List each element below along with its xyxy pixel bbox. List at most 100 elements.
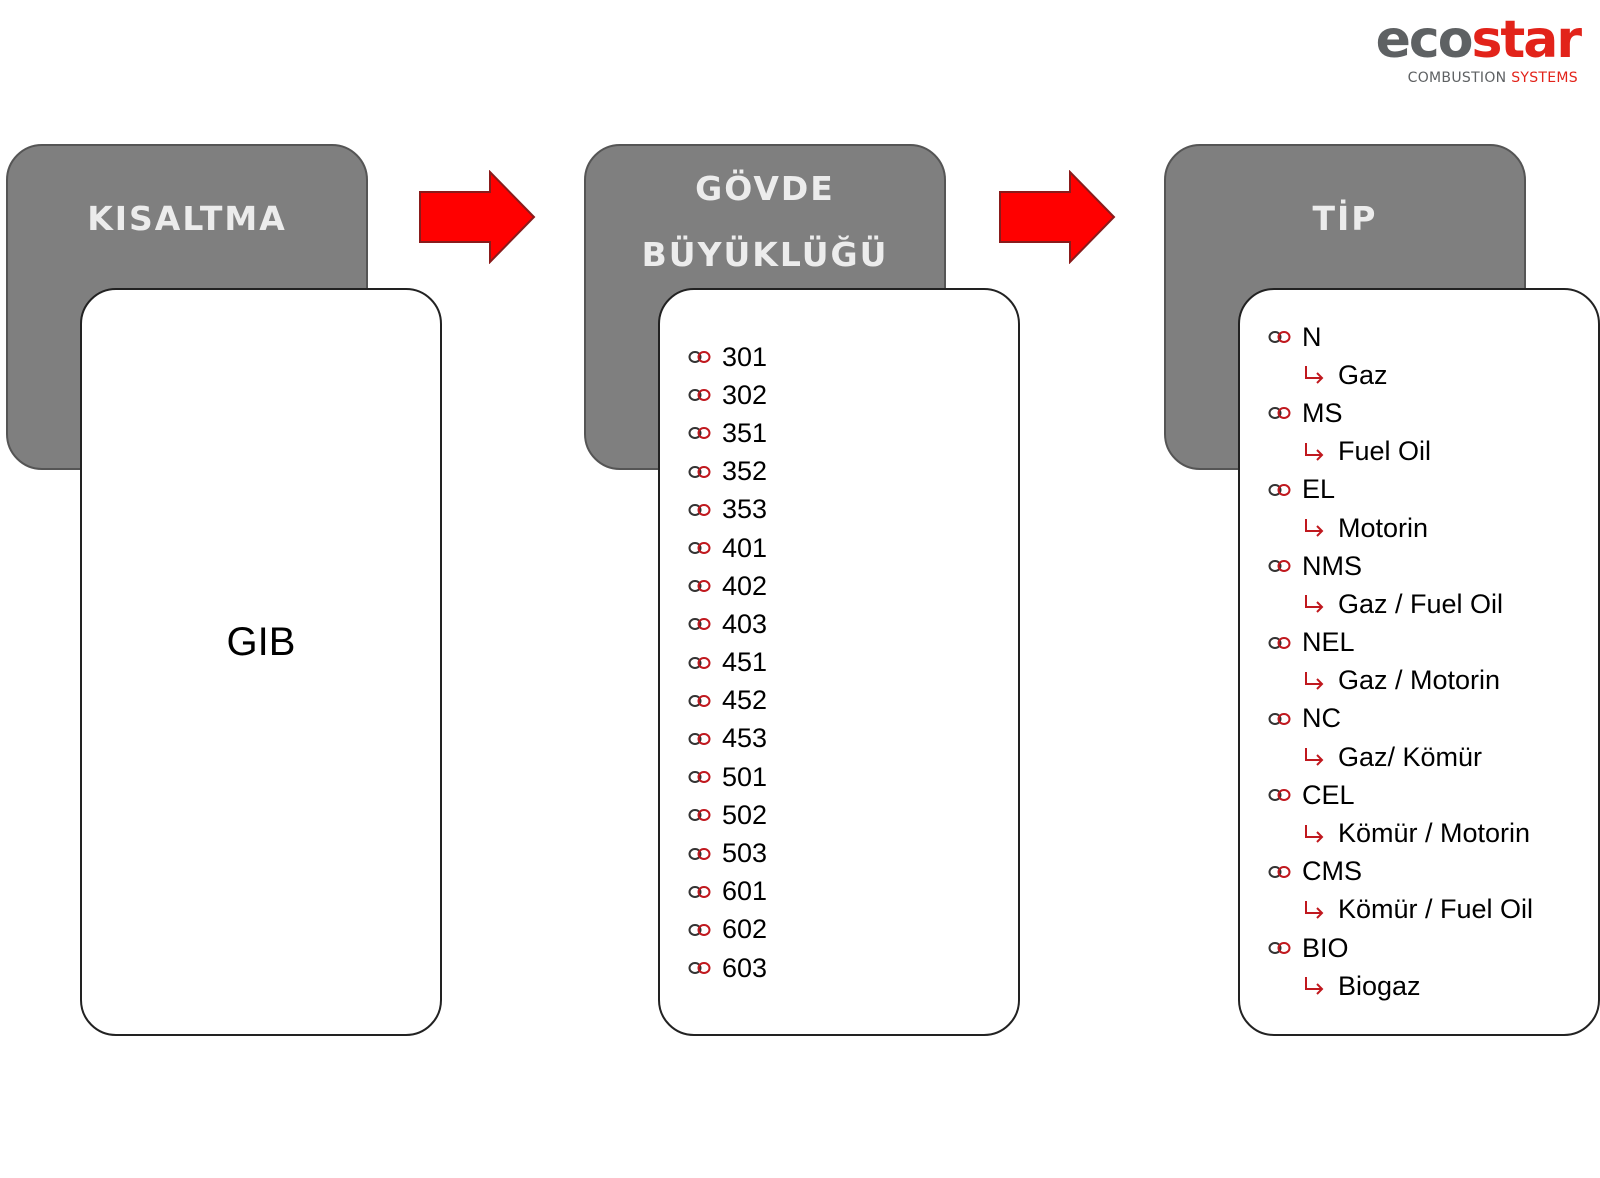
size-item: 352	[688, 453, 767, 491]
sub-arrow-icon	[1302, 363, 1326, 387]
link-bullet-icon	[1268, 788, 1292, 802]
size-item: 452	[688, 682, 767, 720]
size-item: 402	[688, 567, 767, 605]
fuel-item: Gaz / Fuel Oil	[1268, 585, 1533, 623]
type-code-label: EL	[1302, 474, 1336, 505]
fuel-label: Motorin	[1338, 512, 1429, 543]
fuel-label: Kömür / Motorin	[1338, 818, 1531, 849]
size-item: 453	[688, 720, 767, 758]
fuel-label: Fuel Oil	[1338, 436, 1432, 467]
fuel-label: Gaz/ Kömür	[1338, 741, 1483, 772]
size-item-label: 301	[722, 341, 768, 372]
fuel-label: Biogaz	[1338, 970, 1421, 1001]
link-bullet-icon	[688, 694, 712, 708]
header-title-govde-line1: GÖVDE	[695, 169, 835, 208]
fuel-label: Gaz / Fuel Oil	[1338, 588, 1504, 619]
size-item-label: 302	[722, 379, 768, 410]
size-item-label: 453	[722, 723, 768, 754]
sub-arrow-icon	[1302, 898, 1326, 922]
link-bullet-icon	[688, 350, 712, 364]
link-bullet-icon	[688, 503, 712, 517]
size-item: 301	[688, 338, 767, 376]
fuel-item: Gaz	[1268, 356, 1533, 394]
sub-arrow-icon	[1302, 516, 1326, 540]
size-item: 503	[688, 834, 767, 872]
size-item-label: 403	[722, 608, 768, 639]
link-bullet-icon	[1268, 941, 1292, 955]
type-item: EL	[1268, 471, 1533, 509]
link-bullet-icon	[688, 961, 712, 975]
sub-arrow-icon	[1302, 440, 1326, 464]
size-item-label: 601	[722, 876, 768, 907]
logo-tagline: COMBUSTION SYSTEMS	[1407, 70, 1578, 86]
size-item: 603	[688, 949, 767, 987]
sub-arrow-icon	[1302, 669, 1326, 693]
link-bullet-icon	[1268, 712, 1292, 726]
size-item-label: 502	[722, 799, 768, 830]
sub-arrow-icon	[1302, 745, 1326, 769]
size-item-label: 401	[722, 532, 768, 563]
link-bullet-icon	[688, 923, 712, 937]
type-code-label: CEL	[1302, 779, 1355, 810]
logo-wordmark: ecostar	[1375, 10, 1582, 70]
fuel-item: Kömür / Motorin	[1268, 814, 1533, 852]
size-item: 601	[688, 873, 767, 911]
size-item-label: 351	[722, 417, 768, 448]
type-item: NC	[1268, 700, 1533, 738]
type-code-label: CMS	[1302, 856, 1362, 887]
size-item: 401	[688, 529, 767, 567]
fuel-label: Kömür / Fuel Oil	[1338, 894, 1534, 925]
fuel-item: Motorin	[1268, 509, 1533, 547]
abbreviation-value: GIB	[226, 620, 296, 664]
logo-wordmark-accent: star	[1471, 10, 1582, 70]
size-item-label: 603	[722, 952, 768, 983]
type-code-label: BIO	[1302, 932, 1349, 963]
sub-arrow-icon	[1302, 822, 1326, 846]
fuel-item: Kömür / Fuel Oil	[1268, 891, 1533, 929]
fuel-label: Gaz / Motorin	[1338, 665, 1501, 696]
link-bullet-icon	[688, 847, 712, 861]
size-item: 502	[688, 796, 767, 834]
right-arrow-icon	[999, 170, 1116, 264]
fuel-item: Gaz/ Kömür	[1268, 738, 1533, 776]
type-code-label: MS	[1302, 397, 1343, 428]
link-bullet-icon	[688, 808, 712, 822]
header-title-govde-line2: BÜYÜKLÜĞÜ	[641, 235, 889, 274]
size-item: 351	[688, 414, 767, 452]
fuel-item: Biogaz	[1268, 967, 1533, 1005]
type-code-label: NEL	[1302, 627, 1355, 658]
link-bullet-icon	[1268, 636, 1292, 650]
type-code-label: NC	[1302, 703, 1341, 734]
type-item: NMS	[1268, 547, 1533, 585]
link-bullet-icon	[688, 388, 712, 402]
size-item: 451	[688, 644, 767, 682]
type-item: N	[1268, 318, 1533, 356]
fuel-item: Gaz / Motorin	[1268, 662, 1533, 700]
size-item-label: 451	[722, 647, 768, 678]
type-code-label: N	[1302, 321, 1322, 352]
link-bullet-icon	[688, 770, 712, 784]
size-item: 602	[688, 911, 767, 949]
size-item-label: 501	[722, 761, 768, 792]
link-bullet-icon	[1268, 483, 1292, 497]
sub-arrow-icon	[1302, 592, 1326, 616]
link-bullet-icon	[688, 465, 712, 479]
link-bullet-icon	[1268, 559, 1292, 573]
size-item: 353	[688, 491, 767, 529]
type-item: CMS	[1268, 853, 1533, 891]
link-bullet-icon	[1268, 865, 1292, 879]
fuel-item: Fuel Oil	[1268, 433, 1533, 471]
link-bullet-icon	[688, 617, 712, 631]
link-bullet-icon	[1268, 330, 1292, 344]
link-bullet-icon	[688, 656, 712, 670]
link-bullet-icon	[688, 541, 712, 555]
content-card-kisaltma: GIB	[80, 288, 442, 1036]
link-bullet-icon	[688, 579, 712, 593]
link-bullet-icon	[688, 885, 712, 899]
link-bullet-icon	[1268, 406, 1292, 420]
size-item-label: 602	[722, 914, 768, 945]
header-title-tip: TİP	[1312, 199, 1378, 238]
